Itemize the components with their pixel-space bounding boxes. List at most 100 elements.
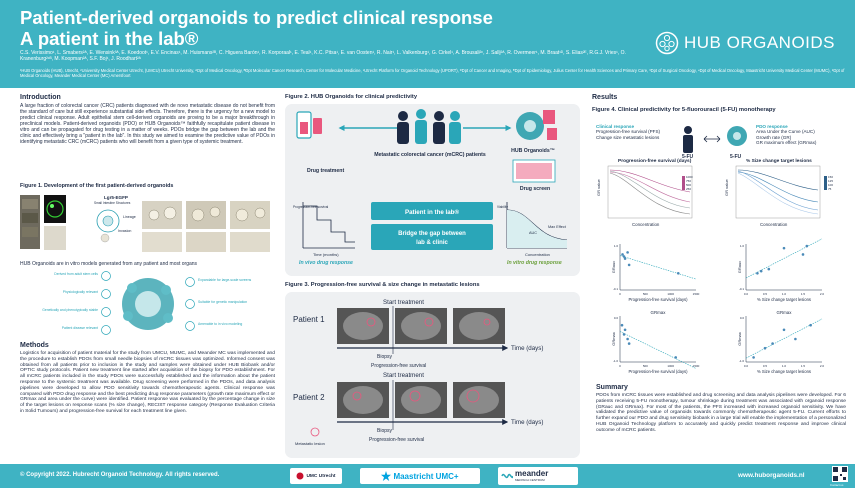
chart-title: GRmax xyxy=(777,310,793,315)
column-left: Introduction A large fraction of colorec… xyxy=(20,94,275,145)
lgr5-label: Lgr5-EGFP xyxy=(104,195,128,200)
fig3-diagram: Start treatment Patient 1 Time (days) Bi… xyxy=(293,299,543,446)
data-point xyxy=(756,271,759,275)
y-tick-label: -0.1 xyxy=(613,287,619,291)
regression-line xyxy=(745,238,823,279)
intro-heading: Introduction xyxy=(20,94,61,101)
fig1-diagram: Lgr5-EGFP Small Intestine Structures Lin… xyxy=(20,195,270,252)
organoid-fluorescence-image xyxy=(44,195,66,223)
figure-1: Figure 1. Development of the first patie… xyxy=(20,183,275,345)
bridge-gap-box xyxy=(371,224,493,250)
poster-header: Patient-derived organoids to predict cli… xyxy=(0,0,855,88)
logo-text: HUB ORGANOIDS xyxy=(684,33,836,52)
pdo-response-gr: Growth rate (GR) xyxy=(756,134,792,140)
website-link[interactable]: www.huborganoids.nl xyxy=(738,472,805,479)
fig2-heading: Figure 2. HUB Organoids for clinical pre… xyxy=(285,94,418,100)
y-tick-label: -1.0 xyxy=(613,359,619,363)
x-tick-label: 0.5 xyxy=(763,292,768,296)
size-legend-2: 100 xyxy=(828,183,833,187)
hub-label: HUB Organoids™ xyxy=(511,148,555,154)
y-tick-label: 0.0 xyxy=(614,316,619,320)
data-point xyxy=(782,328,786,332)
x-tick-label: 1000 xyxy=(667,364,674,368)
size-chart-title: % Size change target lesions xyxy=(746,158,812,164)
x-tick-label: 1.0 xyxy=(782,292,787,296)
authors: C.S. Verissimo¹, L. Smabers²ᴬ, E. Wensin… xyxy=(20,50,626,63)
data-point xyxy=(676,271,680,275)
bridge-line-2: lab & clinic xyxy=(416,240,448,246)
data-point xyxy=(621,253,624,256)
dose-response-charts: Progression-free survival (days) % Size … xyxy=(596,158,833,227)
drug-screen-label: Drug screen xyxy=(520,186,550,192)
size-legend-0: 150 xyxy=(828,175,833,179)
y-tick-label: 1.0 xyxy=(614,244,619,248)
qr-code-icon[interactable] xyxy=(832,466,848,482)
umc-crest-icon xyxy=(296,472,304,480)
property-in-vivo: Amenable to in vivo modeling xyxy=(198,322,242,326)
pdo-response-auc: Area Under the Curve (AUC) xyxy=(756,129,815,135)
bridge-line-1: Bridge the gap between xyxy=(398,231,466,237)
organoid-logo-icon xyxy=(655,31,679,55)
umc-text: UMC Utrecht xyxy=(306,473,336,479)
left-property-list: Derived from adult stem cells Physiologi… xyxy=(42,270,111,335)
patient-in-lab-box xyxy=(371,202,493,220)
data-point xyxy=(620,323,624,327)
data-point xyxy=(767,267,771,271)
x-tick-label: 1.5 xyxy=(801,364,806,368)
x-tick-label: 0.5 xyxy=(763,364,768,368)
meander-text: meander xyxy=(515,469,549,478)
fu-label-clinical: 5-FU xyxy=(682,154,694,160)
data-point xyxy=(763,346,767,350)
in-vivo-label: In vivo drug response xyxy=(299,260,353,266)
y-tick-label: -0.1 xyxy=(739,287,745,291)
fig1-caption: HUB Organoids are in vitro models genera… xyxy=(20,261,198,267)
concentration-axis-2: Concentration xyxy=(760,222,788,227)
pdo-response-box: PDO response Area Under the Curve (AUC) … xyxy=(756,124,816,146)
methods-section: Methods Logistics for acquisition of pat… xyxy=(20,342,275,415)
x-tick-label: 500 xyxy=(643,292,648,296)
x-axis-label: % Size change target lesions xyxy=(757,369,811,374)
fig3-heading: Figure 3. Progression-free survival & si… xyxy=(285,282,480,288)
y-tick-label: 0.0 xyxy=(740,316,745,320)
data-point xyxy=(759,269,763,273)
meander-logo: meander MEDISCH CENTRUM xyxy=(498,467,578,485)
metastatic-lesion-label: Metastatic lesion xyxy=(295,441,325,446)
affiliations: ¹HUB Organoids (HUB), Utrecht, ²Universi… xyxy=(20,68,845,79)
start-treatment-label-2: Start treatment xyxy=(383,372,424,379)
auc-label: AUC xyxy=(529,231,537,235)
pfs-label-1: Progression-free survival xyxy=(371,363,426,369)
x-tick-label: 2.0 xyxy=(820,292,825,296)
data-point xyxy=(623,257,627,260)
meander-sub-text: MEDISCH CENTRUM xyxy=(515,478,545,482)
x-axis-label: % Size change target lesions xyxy=(757,297,811,302)
pfs-legend-colorbar xyxy=(682,176,685,190)
organoid-image-1 xyxy=(142,201,182,229)
biopsy-label-1: Biopsy xyxy=(377,354,393,360)
methods-heading: Methods xyxy=(20,342,49,349)
regression-line xyxy=(619,255,697,280)
regression-line xyxy=(619,331,697,369)
pfs-legend-0: 1000 xyxy=(686,175,693,179)
right-property-list: Expandable for large-scale screens Suita… xyxy=(185,276,251,331)
property-physiologically-relevant: Physiologically relevant xyxy=(63,290,98,294)
methods-text: Logistics for acquisition of patient mat… xyxy=(20,351,275,414)
pfs-legend-2: 500 xyxy=(686,183,691,187)
gr-value-axis-2: GR value xyxy=(724,179,729,196)
size-legend-colorbar xyxy=(824,176,827,190)
gr-value-axis-1: GR value xyxy=(596,179,601,196)
y-axis-label: GRmax xyxy=(611,332,616,346)
x-tick-label: 1.5 xyxy=(801,292,806,296)
pill-bottle-icon xyxy=(313,118,322,134)
concentration-label: Concentration xyxy=(525,252,550,257)
mcrc-label: Metastatic colorectal cancer (mCRC) pati… xyxy=(374,152,486,158)
results-heading: Results xyxy=(592,94,618,101)
viability-axis-label: Viability xyxy=(497,205,508,209)
x-tick-label: 0.0 xyxy=(744,292,749,296)
clinical-response-box: Clinical response Progression-free survi… xyxy=(596,124,660,140)
biopsy-label-2: Biopsy xyxy=(377,428,393,434)
maastricht-text: Maastricht UMC+ xyxy=(393,471,459,481)
